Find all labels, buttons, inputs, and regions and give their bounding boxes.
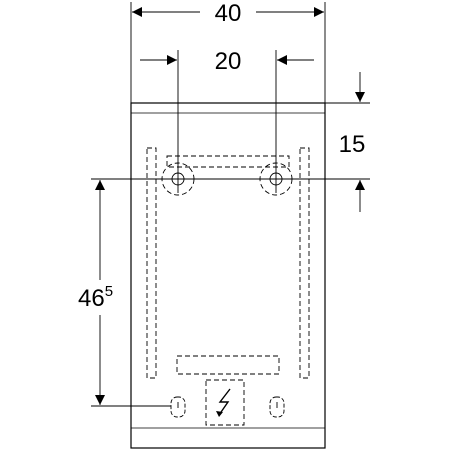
- dimension-hole-spacing: [140, 50, 314, 193]
- lower-bar: [176, 355, 280, 375]
- fixing-point-right: [269, 396, 285, 418]
- dashed-rails: [146, 147, 310, 379]
- dimension-label-hole-spacing: 20: [215, 48, 242, 75]
- fixing-point-left: [170, 396, 186, 418]
- dimension-label-height: 465: [78, 283, 113, 312]
- electrical-lightning-icon: [216, 388, 231, 417]
- dimension-height: [91, 180, 171, 407]
- dimension-label-top-offset: 15: [339, 131, 366, 158]
- dimension-label-height-main: 46: [78, 285, 105, 312]
- right-rail: [299, 147, 310, 379]
- power-box: [205, 379, 245, 426]
- panel-outline: [130, 102, 326, 449]
- dimension-top-offset: [91, 72, 370, 212]
- dimension-label-height-sup: 5: [105, 283, 113, 300]
- dimension-total-width: [130, 2, 326, 103]
- left-rail: [146, 147, 157, 379]
- top-bar: [166, 155, 290, 168]
- dimension-label-total-width: 40: [215, 0, 242, 27]
